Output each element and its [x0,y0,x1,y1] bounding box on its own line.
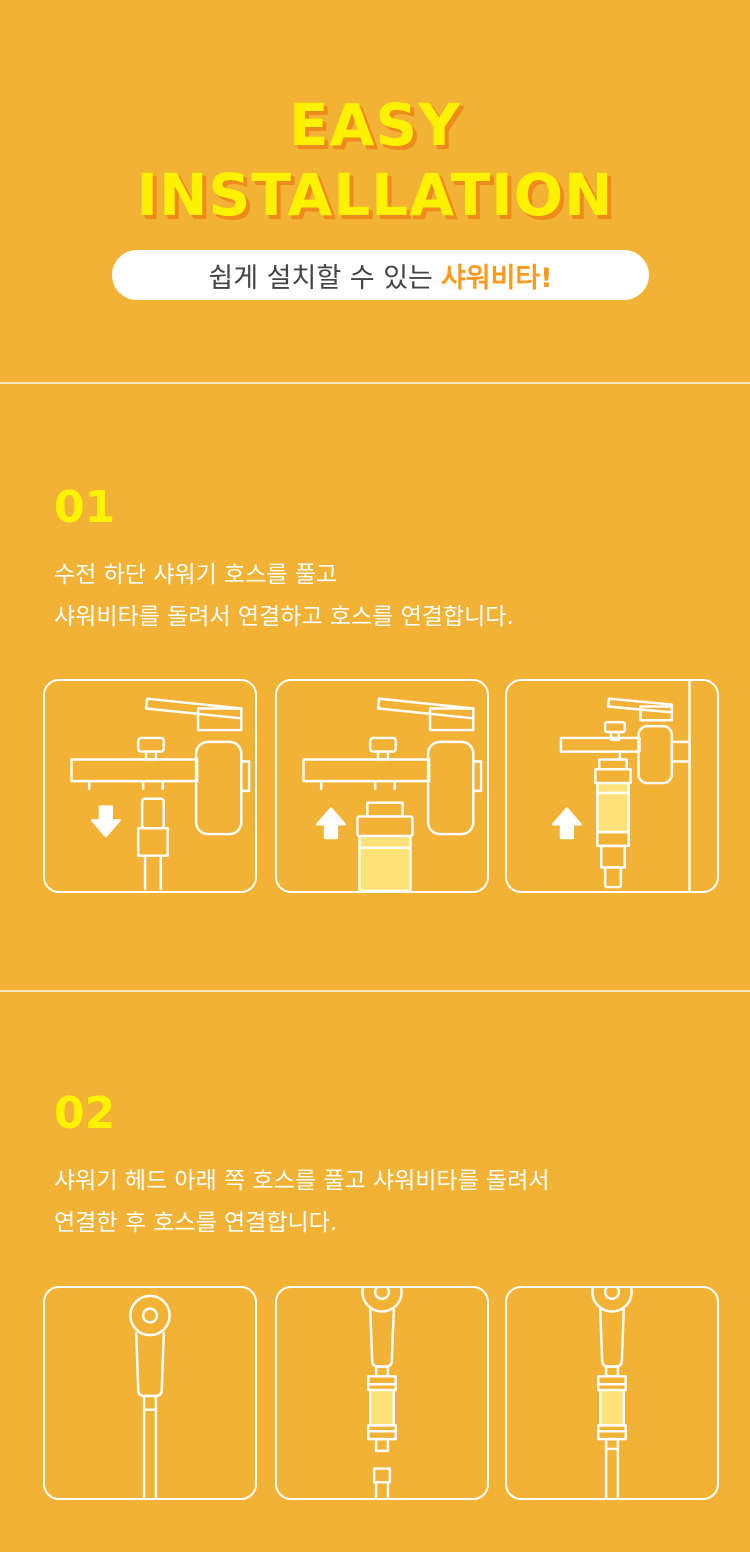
arrow-down-icon [90,805,121,838]
step-description-line: 샤워비타를 돌려서 연결하고 호스를 연결합니다. [54,604,514,630]
shower-head-icon [361,1288,403,1368]
hose-icon [142,1408,158,1498]
step-number: 01 [54,482,116,533]
hose-icon [604,1447,620,1498]
subtitle-text: 쉽게 설치할 수 있는 [208,262,433,294]
section-divider [0,382,750,384]
step-description: 수전 하단 샤워기 호스를 풀고 샤워비타를 돌려서 연결하고 호스를 연결합니… [54,554,704,638]
faucet-icon [559,697,691,785]
step-number: 02 [54,1088,116,1139]
faucet-icon [70,697,251,836]
filter-icon [367,1365,397,1453]
illustration-panel [43,1286,257,1500]
filter-icon [356,801,414,891]
filter-icon [594,758,632,848]
hero-title-line2: INSTALLATION [136,161,614,229]
shower-head-icon [129,1294,171,1411]
illustration-panel [505,679,719,893]
illustration-panel [43,679,257,893]
hose-icon [372,1467,392,1498]
step-description-line: 수전 하단 샤워기 호스를 풀고 [54,562,338,588]
step-description-line: 샤워기 헤드 아래 쪽 호스를 풀고 샤워비타를 돌려서 [54,1168,550,1194]
illustration-panel [275,679,489,893]
hose-icon [599,844,626,889]
hero-title-line1: EASY [288,91,462,159]
hose-icon [136,797,169,891]
subtitle-pill: 쉽게 설치할 수 있는 샤워비타! [112,250,649,300]
filter-icon [597,1365,627,1451]
subtitle-brand: 샤워비타! [440,262,553,294]
illustration-panel [505,1286,719,1500]
shower-head-icon [591,1288,633,1368]
arrow-up-icon [551,807,582,840]
step-description-line: 연결한 후 호스를 연결합니다. [54,1210,338,1236]
section-divider [0,990,750,992]
faucet-icon [302,697,483,836]
arrow-up-icon [316,807,346,840]
step-description: 샤워기 헤드 아래 쪽 호스를 풀고 샤워비타를 돌려서 연결한 후 호스를 연… [54,1160,704,1244]
illustration-panel [275,1286,489,1500]
